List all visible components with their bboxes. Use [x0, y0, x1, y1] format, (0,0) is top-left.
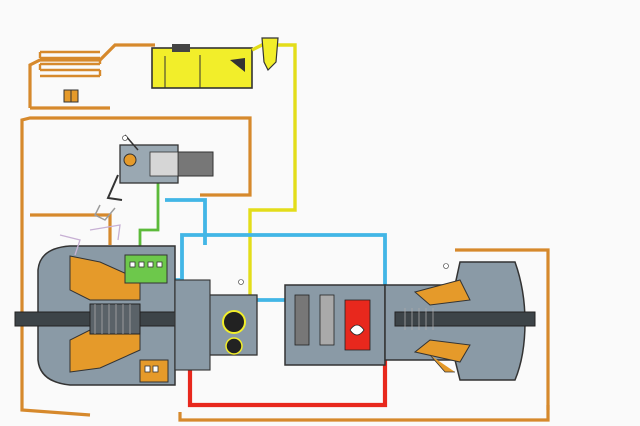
motor-shaft	[394, 311, 536, 327]
connecting-body	[174, 279, 211, 371]
return-line-left	[20, 210, 91, 417]
control-valve	[106, 134, 214, 201]
control-lever	[106, 174, 123, 201]
oil-reservoir	[151, 44, 253, 89]
bracket-arm	[93, 204, 116, 221]
charge-pump-gear	[204, 294, 258, 356]
filler-cap	[172, 44, 190, 52]
return-line-network	[20, 43, 550, 422]
return-line-to-cooler	[28, 43, 155, 108]
return-line-top	[20, 116, 252, 210]
charge-line-control	[165, 198, 207, 245]
mounting-bracket	[59, 224, 121, 256]
valve-block	[284, 284, 386, 366]
suction-filter	[261, 37, 279, 72]
return-line-right	[455, 248, 550, 410]
return-line-pump-link	[30, 213, 112, 245]
filter-element	[63, 89, 79, 103]
suction-line	[248, 43, 297, 320]
pump-shaft	[14, 303, 216, 335]
drain-plug	[230, 58, 245, 72]
return-line-bottom	[178, 405, 550, 422]
control-line	[138, 170, 160, 250]
hydraulic-motor	[384, 261, 536, 381]
servo-piston	[124, 254, 168, 284]
oil-cooler	[38, 50, 102, 78]
callout-markers	[122, 135, 449, 285]
